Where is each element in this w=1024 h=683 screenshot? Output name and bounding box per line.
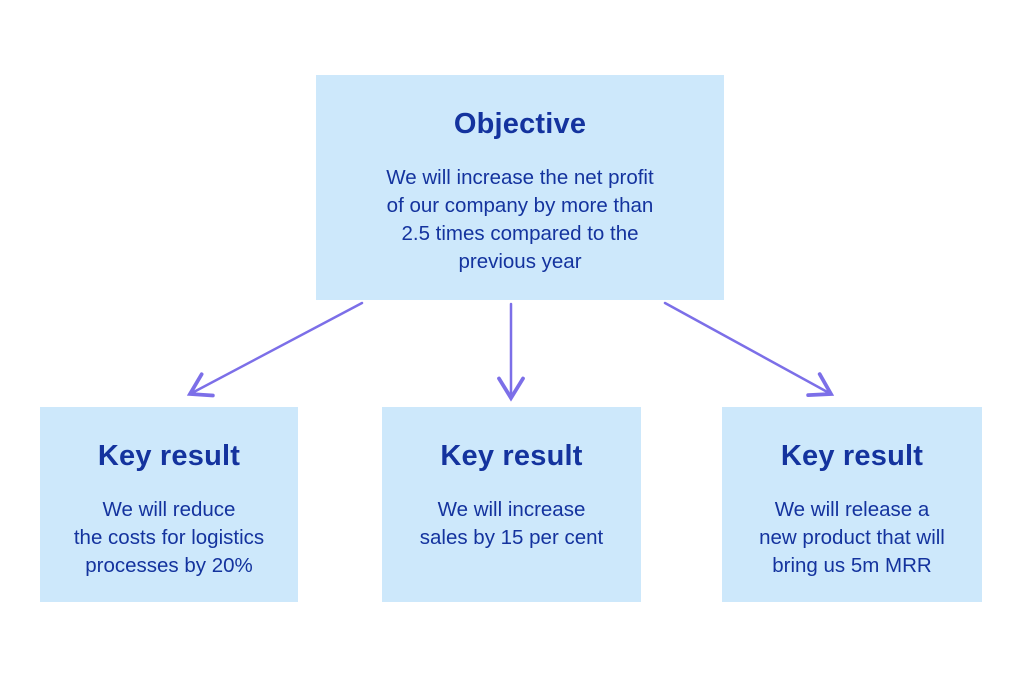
key-result-1-title: Key result [97, 440, 241, 472]
key-result-node-2: Key result We will increase sales by 15 … [382, 407, 641, 602]
key-result-1-body: We will reduce the costs for logistics p… [73, 498, 265, 577]
key-result-3-body: We will release a new product that will … [759, 498, 945, 577]
objective-node: Objective We will increase the net profi… [316, 75, 724, 300]
key-result-3-title: Key result [780, 440, 924, 472]
key-result-node-3: Key result We will release a new product… [722, 407, 982, 602]
key-result-2-title: Key result [440, 440, 583, 472]
arrow-to-key-result-1 [186, 301, 364, 398]
objective-title: Objective [453, 108, 587, 140]
objective-body: We will increase the net profit of our c… [386, 166, 654, 273]
key-result-node-1: Key result We will reduce the costs for … [40, 407, 298, 602]
arrow-to-key-result-3 [663, 301, 835, 398]
key-result-2-body: We will increase sales by 15 per cent [419, 498, 604, 549]
